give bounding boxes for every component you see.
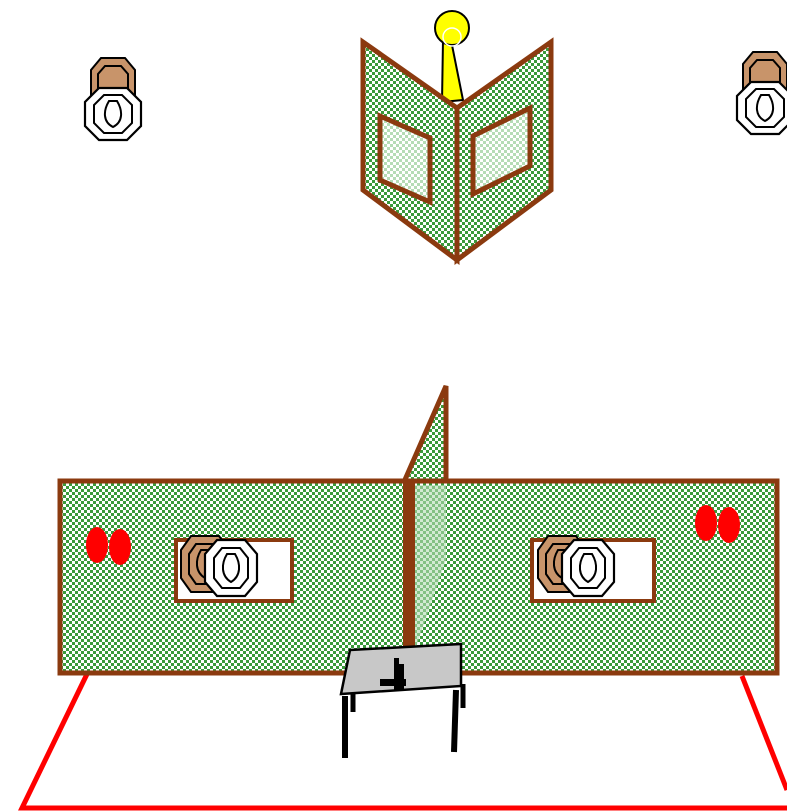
swinging-door-barricade <box>360 37 554 265</box>
paper-target-pair-top-left <box>83 56 143 142</box>
pistol-icon <box>380 658 406 690</box>
no-shoot-pair-left <box>86 527 131 565</box>
center-wing-shadow <box>415 485 446 650</box>
no-shoot-pair-right <box>695 505 740 543</box>
fault-lines <box>18 670 787 811</box>
fault-line-right <box>739 675 787 791</box>
shooting-table <box>339 642 466 758</box>
center-angled-wall <box>400 384 449 485</box>
center-post <box>403 481 415 673</box>
paper-target-pair-port-right <box>536 534 616 598</box>
paper-target-pair-top-right <box>735 50 787 136</box>
steel-popper-target <box>434 10 470 104</box>
door-left-window <box>377 112 433 206</box>
paper-target-pair-port-left <box>179 534 259 598</box>
fault-line-left <box>18 670 787 811</box>
door-right-window <box>470 103 533 199</box>
